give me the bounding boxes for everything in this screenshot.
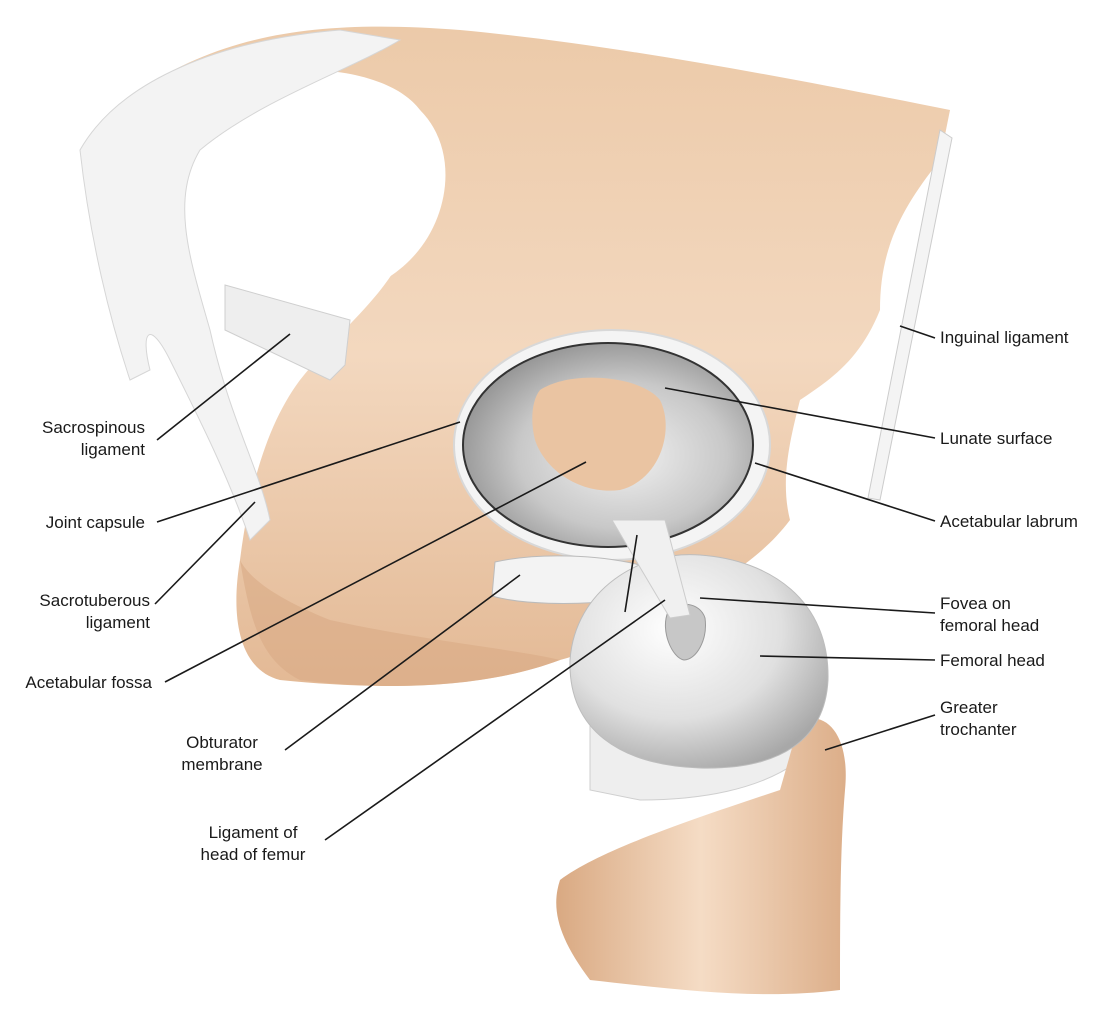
leader-greater-trochanter: [825, 715, 935, 750]
label-acetabular-labrum: Acetabular labrum: [940, 511, 1110, 533]
label-sacrospinous-ligament: Sacrospinous ligament: [10, 417, 145, 461]
label-femoral-head: Femoral head: [940, 650, 1110, 672]
label-obturator-membrane: Obturator membrane: [172, 732, 272, 776]
label-greater-trochanter: Greater trochanter: [940, 697, 1110, 741]
label-lunate-surface: Lunate surface: [940, 428, 1110, 450]
label-inguinal-ligament: Inguinal ligament: [940, 327, 1110, 349]
sacrospinous-ligament: [225, 285, 350, 380]
femoral-head: [570, 555, 828, 769]
label-acetabular-fossa: Acetabular fossa: [0, 672, 152, 694]
label-ligament-of-head-of-femur: Ligament of head of femur: [188, 822, 318, 866]
label-joint-capsule: Joint capsule: [10, 512, 145, 534]
label-fovea-on-femoral-head: Fovea on femoral head: [940, 593, 1110, 637]
label-sacrotuberous-ligament: Sacrotuberous ligament: [10, 590, 150, 634]
